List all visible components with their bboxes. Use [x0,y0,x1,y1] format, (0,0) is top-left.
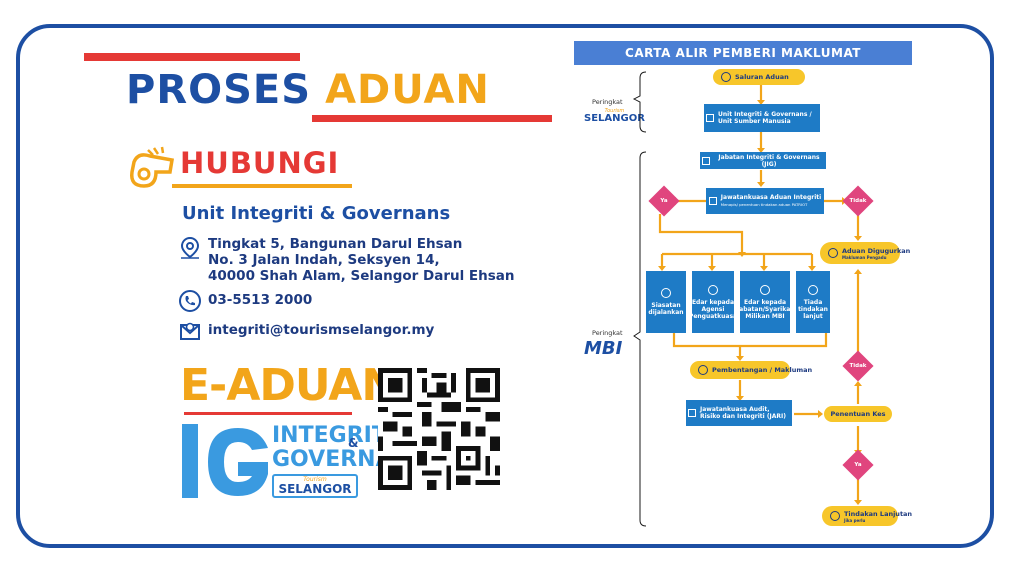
email-icon [180,322,200,340]
level2-mbi-logo: MBI [584,338,623,359]
ig-text-integriti: INTEGRITI [272,423,396,448]
title-accent-bar-top [84,53,300,61]
email-row: integriti@tourismselangor.my [178,319,434,343]
node-jari: Jawatankuasa Audit, Risiko dan Integriti… [686,400,792,426]
node-jawatankuasa-aduan: Jawatankuasa Aduan Integriti Menapis/ pe… [706,188,824,214]
presentation-icon [698,365,708,375]
node-pembentangan: Pembentangan / Makluman [690,361,812,379]
e-aduan-logo-text: E-ADUAN [180,360,398,411]
email-address[interactable]: integriti@tourismselangor.my [208,322,435,338]
node-tindakan-lanjutan: Tindakan Lanjutan Jika perlu [822,506,912,526]
node-jabatan-jig: Jabatan Integriti & Governans (JIG) [700,152,826,169]
flowchart-header: CARTA ALIR PEMBERI MAKLUMAT [574,41,912,65]
scale-icon [688,409,696,417]
node-unit-integriti: Unit Integriti & Governans / Unit Sumber… [704,104,820,132]
decision-tidak-1-label: Tidak [849,198,867,204]
node-siasatan: Siasatan dijalankan [646,271,686,333]
page-frame [16,24,994,548]
level2-bracket [633,151,647,527]
address-row: Tingkat 5, Bangunan Darul Ehsan No. 3 Ja… [178,236,515,284]
phone-icon [179,290,201,312]
building-icon [702,156,710,165]
ig-text-ampersand: & [348,436,359,450]
decision-ya-2-label: Ya [854,462,862,468]
title-word-proses: PROSES [126,67,312,113]
title-word-aduan: ADUAN [325,67,490,113]
address-line-3: 40000 Shah Alam, Selangor Darul Ehsan [208,268,515,284]
level1-tourism-selangor-logo: Tourism SELANGOR [584,108,645,124]
node-aduan-digugurkan: Aduan Digugurkan Makluman Pengadu [820,242,910,264]
level1-bracket [632,71,647,133]
document-icon [706,114,714,122]
node-saluran-aduan: Saluran Aduan [713,69,805,85]
channel-icon [721,72,731,82]
send-icon [708,284,718,295]
action-icon [830,511,840,521]
ig-logo-icon [182,424,268,498]
block-icon [808,284,818,295]
e-aduan-underline [184,412,352,415]
level1-logo-small: Tourism [604,108,625,114]
level1-logo-text: SELANGOR [584,113,645,124]
search-icon [661,288,671,298]
node-agensi: Edar kepada Agensi Penguatkuasa [689,271,737,333]
flowchart-connectors [632,71,862,527]
decision-ya-1-label: Ya [660,198,668,204]
phone-row: 03-5513 2000 [178,289,312,313]
node-tiada-tindakan: Tiada tindakan lanjut [796,271,830,333]
decision-tidak-2-label: Tidak [849,363,867,369]
tourism-logo-small: Tourism [303,476,327,483]
level-label-2: Peringkat [592,329,623,337]
page-title: PROSES ADUAN [126,66,490,114]
address-line-2: No. 3 Jalan Indah, Seksyen 14, [208,252,440,268]
cancel-icon [828,248,838,258]
contact-heading: HUBUNGI [180,146,340,180]
qr-code[interactable] [378,368,500,490]
node-penentuan-kes: Penentuan Kes [824,406,892,422]
title-accent-bar-bottom [312,115,552,122]
selangor-logo-text: SELANGOR [278,482,352,496]
unit-name: Unit Integriti & Governans [182,203,451,224]
whistle-icon [130,146,175,188]
send-icon [760,284,770,295]
location-pin-icon [180,236,200,259]
phone-number[interactable]: 03-5513 2000 [208,292,313,308]
scale-icon [708,197,717,205]
address-line-1: Tingkat 5, Bangunan Darul Ehsan [208,236,463,252]
level-label-1: Peringkat [592,98,623,106]
tourism-selangor-logo: Tourism SELANGOR [272,474,358,498]
node-jabatan-mbi: Edar kepada Jabatan/Syarikat Milikan MBI [737,271,793,333]
contact-heading-underline [172,184,352,188]
